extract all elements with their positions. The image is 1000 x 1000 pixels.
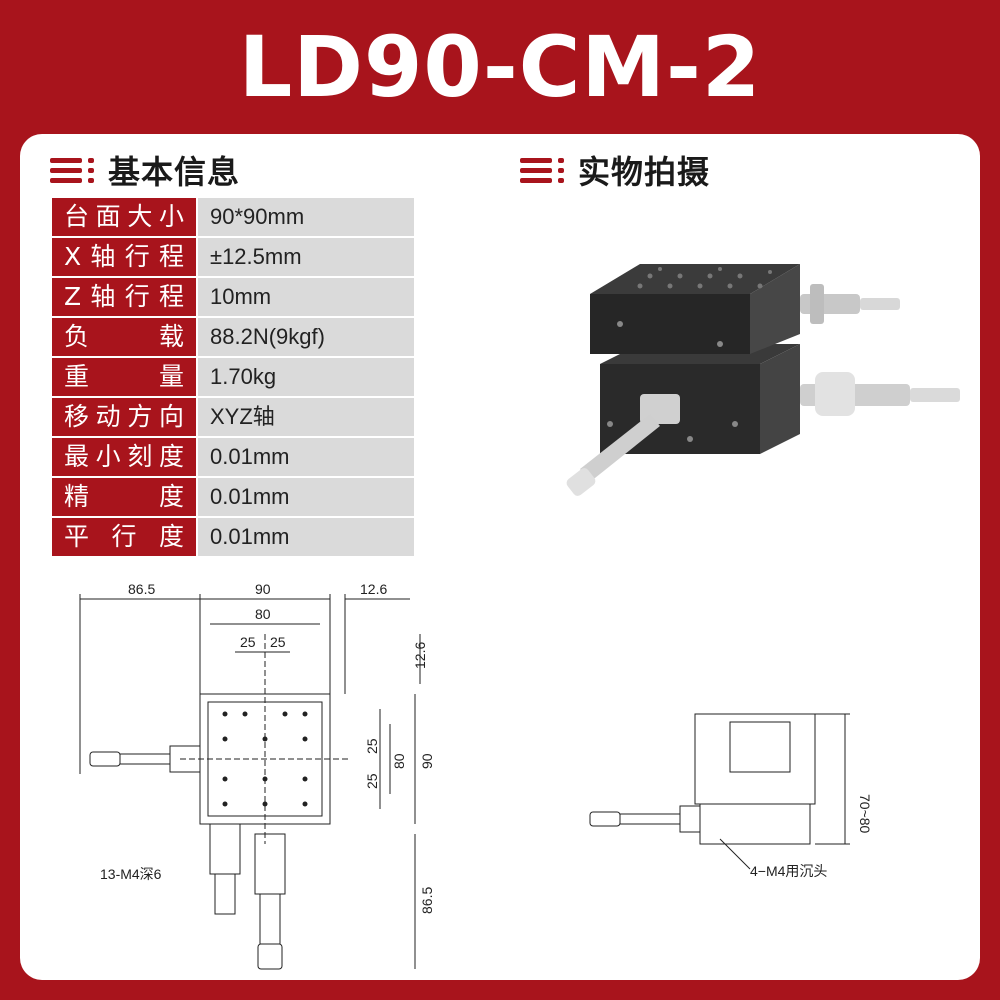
spec-key: 平行度 [52,518,196,556]
section-photo: 实物拍摄 [520,150,711,191]
spec-key: X轴行程 [52,238,196,276]
dim-hole-b: 25 [270,634,286,650]
spec-value: 0.01mm [198,438,414,476]
product-title: LD90-CM-2 [238,18,762,116]
side-height-range: 70~80 [857,794,873,834]
section-title: 实物拍摄 [578,153,711,191]
dim-left: 86.5 [128,581,155,597]
section-title: 基本信息 [108,153,241,191]
spec-key: 精度 [52,478,196,516]
spec-row: X轴行程±12.5mm [52,238,414,276]
spec-value: XYZ轴 [198,398,414,436]
spec-key: 负载 [52,318,196,356]
dim-vert-25a: 25 [364,738,380,754]
spec-key: 移动方向 [52,398,196,436]
top-view-drawing: 86.5 90 12.6 80 25 25 12.6 25 25 80 90 8… [79,581,435,970]
spec-value: 90*90mm [198,198,414,236]
spec-key: 重量 [52,358,196,396]
dim-vert-25b: 25 [364,773,380,789]
dim-vert-90: 90 [419,753,435,769]
side-view-drawing: 70~80 4−M4用沉头 [589,713,873,879]
spec-key: 最小刻度 [52,438,196,476]
list-icon [50,153,96,187]
spec-value: 0.01mm [198,478,414,516]
dim-vert-bottom: 86.5 [419,887,435,914]
dim-vert-80: 80 [391,753,407,769]
spec-value: 88.2N(9kgf) [198,318,414,356]
spec-value: 0.01mm [198,518,414,556]
spec-value: 10mm [198,278,414,316]
dim-vert-top: 12.6 [412,642,428,669]
mount-note: 4−M4用沉头 [750,863,827,879]
spec-key: 台面大小 [52,198,196,236]
dim-table-width: 90 [255,581,271,597]
dim-hole-a: 25 [240,634,256,650]
product-photo [566,264,960,496]
dim-inner-width: 80 [255,606,271,622]
section-basic-info: 基本信息 [50,150,241,191]
spec-key: Z轴行程 [52,278,196,316]
hole-note: 13-M4深6 [100,866,162,882]
spec-value: ±12.5mm [198,238,414,276]
dim-right: 12.6 [360,581,387,597]
spec-value: 1.70kg [198,358,414,396]
list-icon [520,153,566,187]
